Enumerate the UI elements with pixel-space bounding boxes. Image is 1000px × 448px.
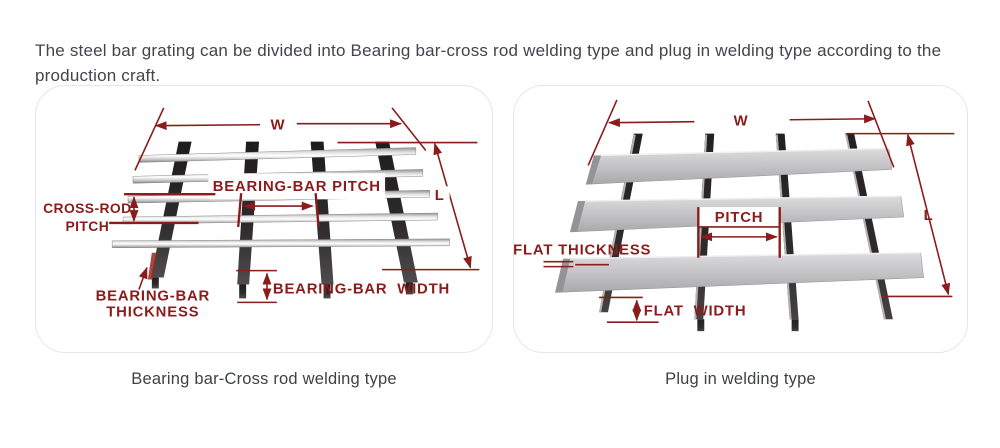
bar-top-edge [563, 252, 921, 260]
thickness-highlight [147, 252, 157, 280]
label-l: L [435, 188, 445, 204]
panel-plug-in-welding: W L PITCH FLAT THICKNESS FLAT WIDTH [513, 85, 968, 353]
l-dimension-line [433, 142, 472, 269]
label-cross-rod-pitch-2: PITCH [66, 218, 110, 234]
intro-text: The steel bar grating can be divided int… [35, 41, 942, 85]
w-dimension-line [789, 114, 876, 124]
w-dimension-line [154, 121, 261, 131]
bar-end-cap [570, 201, 586, 232]
label-bearing-bar-thickness-1: BEARING-BAR [96, 288, 211, 304]
bar-end-cap [586, 155, 602, 185]
w-extension-left [587, 99, 618, 166]
bearing-bar-diagram: W L BEARING-BAR PITCH CROSS-ROD PITCH BE… [43, 107, 480, 320]
label-w: W [270, 118, 285, 134]
dimensions: W L BEARING-BAR PITCH CROSS-ROD PITCH BE… [43, 107, 480, 320]
w-extension-left [134, 107, 165, 171]
label-w: W [734, 114, 749, 130]
bar-top-edge [594, 147, 889, 157]
label-bearing-bar-pitch: BEARING-BAR PITCH [213, 179, 381, 195]
label-l: L [924, 208, 934, 224]
panel-bearing-bar-cross-rod: W L BEARING-BAR PITCH CROSS-ROD PITCH BE… [35, 85, 493, 353]
w-extension-right [391, 107, 427, 152]
plug-in-diagram: W L PITCH FLAT THICKNESS FLAT WIDTH [514, 99, 955, 332]
label-flat-width: FLAT WIDTH [644, 303, 747, 319]
l-dimension-line [906, 133, 951, 296]
label-flat-thickness: FLAT THICKNESS [514, 243, 651, 259]
pitch-tick-right [314, 193, 320, 228]
caption-plug-in-type: Plug in welding type [665, 370, 816, 388]
label-pitch: PITCH [715, 210, 764, 226]
w-dimension-line [607, 118, 695, 128]
dimensions: W L PITCH FLAT THICKNESS FLAT WIDTH [514, 99, 955, 324]
bar-top-edge [578, 195, 901, 202]
caption-bearing-bar-type: Bearing bar-Cross rod welding type [131, 370, 397, 388]
thickness-pointer [138, 266, 148, 290]
pitch-label-box [698, 207, 780, 227]
pitch-tick-left [237, 193, 243, 228]
label-cross-rod-pitch-1: CROSS-ROD [43, 200, 131, 216]
label-bearing-bar-width: BEARING-BAR WIDTH [273, 281, 450, 297]
l-label-bg [431, 186, 450, 204]
label-bearing-bar-thickness-2: THICKNESS [106, 304, 199, 320]
pitch-label-bg [208, 173, 386, 200]
